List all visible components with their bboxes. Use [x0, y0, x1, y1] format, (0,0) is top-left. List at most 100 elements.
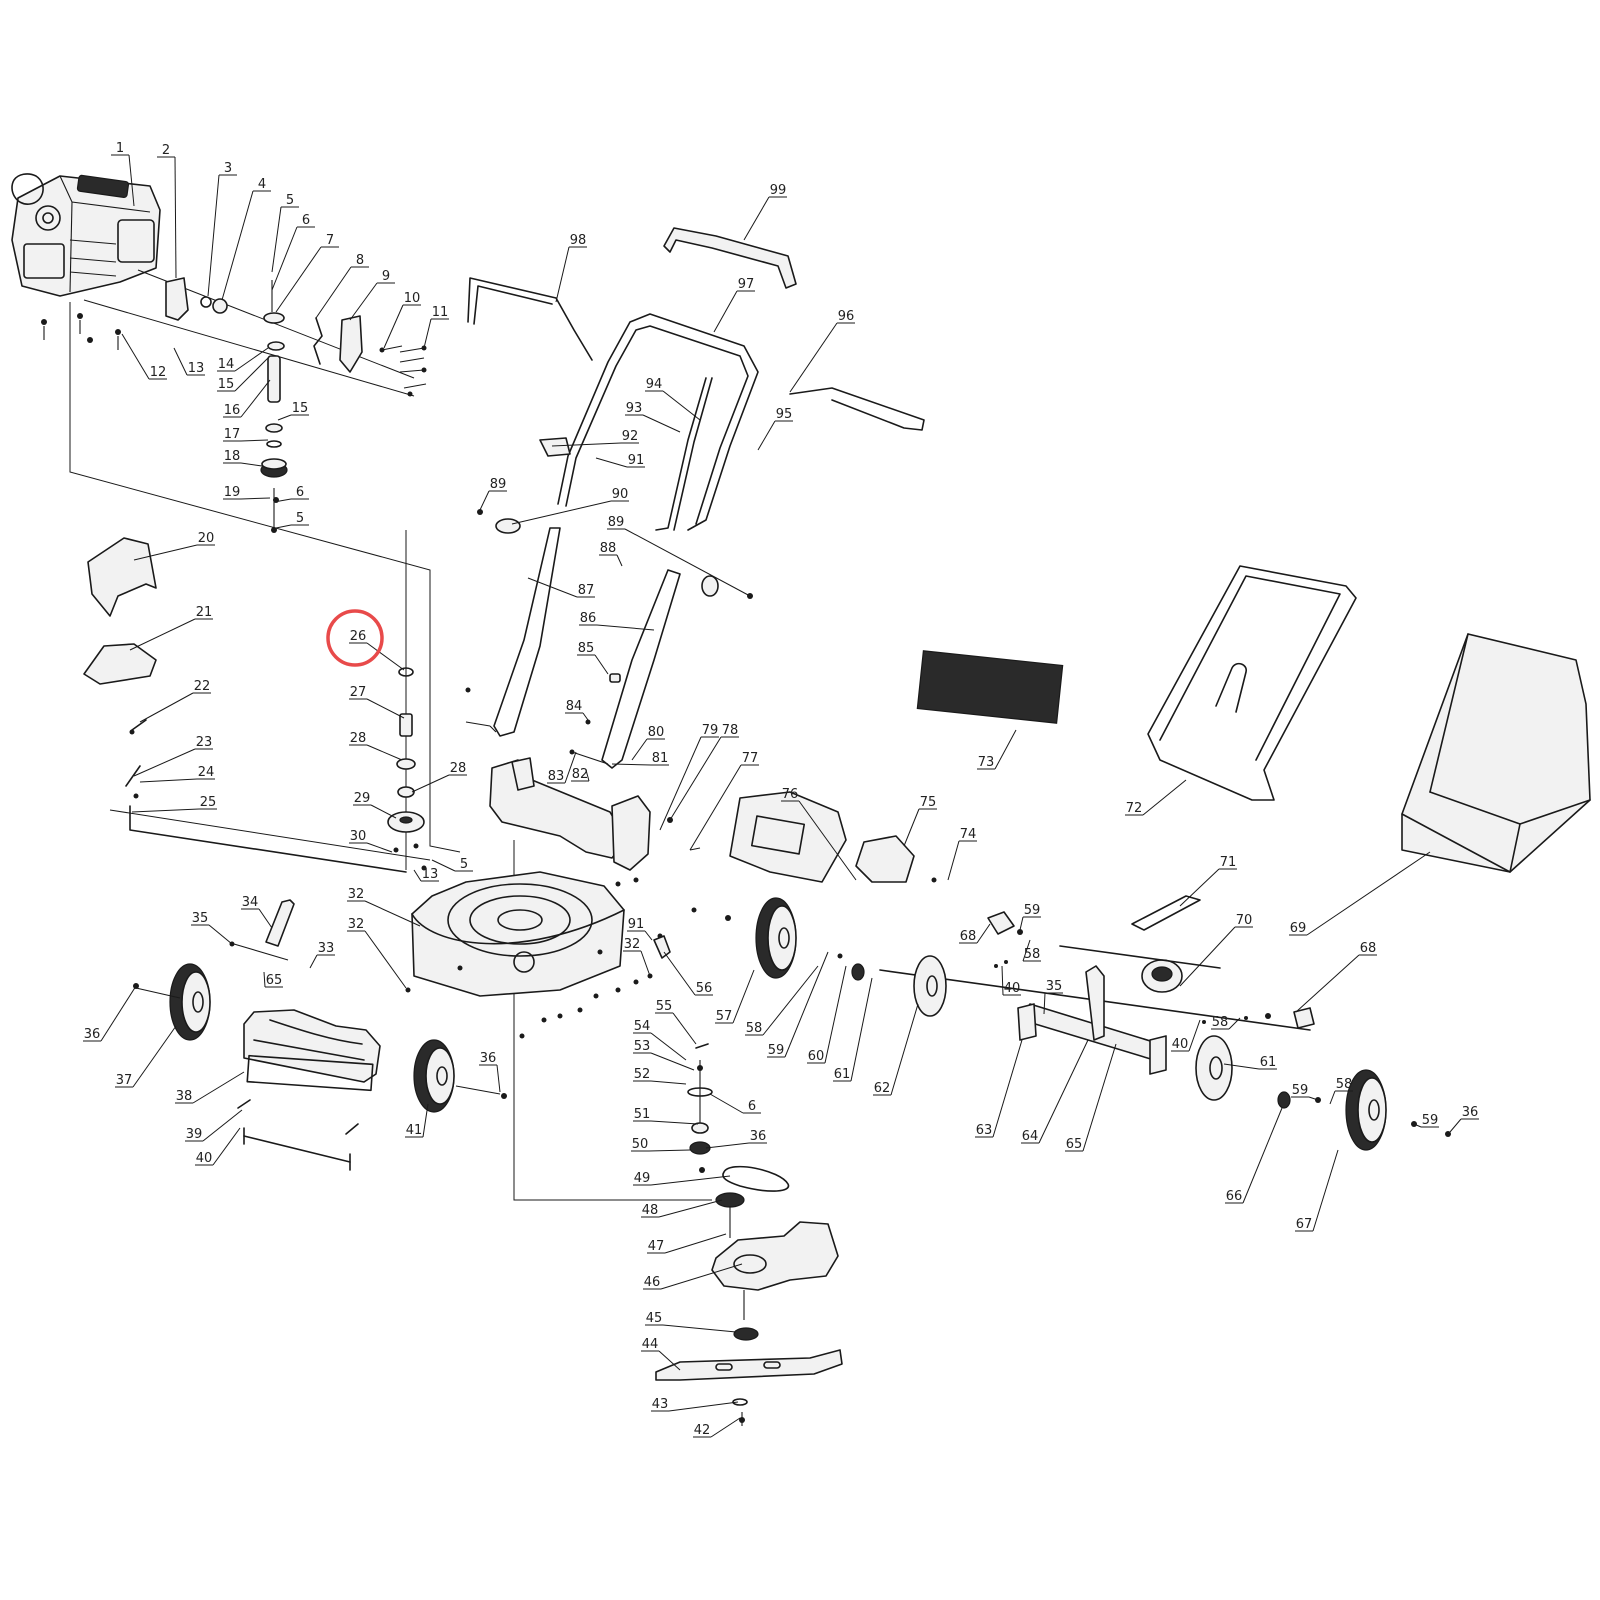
- leader-line: [976, 923, 991, 944]
- part-label-36: 36: [480, 1051, 497, 1066]
- part-label-88: 88: [600, 541, 617, 556]
- part-label-45: 45: [646, 1311, 663, 1326]
- part-label-70: 70: [1236, 913, 1253, 928]
- leader-line: [650, 1120, 699, 1125]
- leader-line: [994, 729, 1017, 770]
- leader-line: [689, 764, 742, 851]
- part-label-32: 32: [348, 887, 365, 902]
- part-label-81: 81: [652, 751, 669, 766]
- leader-line: [1228, 1017, 1241, 1030]
- leader-line: [1142, 779, 1187, 816]
- part-label-41: 41: [406, 1123, 423, 1138]
- leader-line: [258, 908, 273, 929]
- part-label-99: 99: [770, 183, 787, 198]
- leader-line: [263, 971, 266, 988]
- part-label-38: 38: [176, 1089, 193, 1104]
- part-label-12: 12: [150, 365, 167, 380]
- part-9-lever: [339, 315, 363, 373]
- part-44-blade: [655, 1349, 843, 1381]
- part-label-40: 40: [1004, 981, 1021, 996]
- part-3-washer: [200, 296, 212, 308]
- part-label-58: 58: [1024, 947, 1041, 962]
- leader-line: [582, 712, 589, 721]
- leader-line: [757, 420, 776, 451]
- leader-line: [1179, 926, 1236, 987]
- leader-line: [202, 1109, 243, 1142]
- part-label-10: 10: [404, 291, 421, 306]
- leader-line: [1413, 1123, 1422, 1128]
- part-label-14: 14: [218, 357, 235, 372]
- leader-line: [555, 246, 570, 303]
- leader-line: [669, 736, 722, 821]
- part-label-77: 77: [742, 751, 759, 766]
- leader-line: [366, 744, 403, 761]
- leader-line: [1449, 1118, 1462, 1133]
- part-69-catcher-bag: [1401, 633, 1591, 873]
- leader-line: [423, 318, 432, 349]
- leader-line: [713, 290, 738, 333]
- leader-line: [595, 457, 628, 468]
- leader-line: [624, 528, 751, 597]
- part-label-15: 15: [218, 377, 235, 392]
- leader-line: [644, 930, 653, 941]
- part-72-catcher-frame: [1147, 565, 1357, 801]
- part-4-nut: [212, 298, 228, 314]
- leader-line: [594, 654, 609, 675]
- leader-line: [131, 808, 200, 813]
- part-label-78: 78: [722, 723, 739, 738]
- leader-line: [890, 1003, 919, 1096]
- part-75-small-housing: [855, 835, 915, 883]
- part-21-front-cover: [83, 643, 157, 685]
- leader-line: [903, 808, 920, 847]
- part-25-rod: [129, 805, 407, 873]
- leader-line: [732, 969, 755, 1024]
- part-38-front-housing: [243, 1009, 381, 1083]
- part-label-46: 46: [644, 1275, 661, 1290]
- part-label-30: 30: [350, 829, 367, 844]
- part-label-42: 42: [694, 1423, 711, 1438]
- part-label-84: 84: [566, 699, 583, 714]
- part-label-96: 96: [838, 309, 855, 324]
- part-label-32: 32: [348, 917, 365, 932]
- part-22-rod: [131, 719, 147, 731]
- part-57-rear-left-wheel: [755, 897, 797, 979]
- leader-line: [496, 1064, 501, 1093]
- part-label-49: 49: [634, 1171, 651, 1186]
- part-label-74: 74: [960, 827, 977, 842]
- leader-line: [366, 842, 393, 853]
- leader-line: [240, 462, 263, 467]
- leader-line: [511, 500, 612, 525]
- part-98-catcher-frame: [467, 277, 593, 361]
- part-label-80: 80: [648, 725, 665, 740]
- part-label-61: 61: [1260, 1055, 1277, 1070]
- leader-line: [640, 950, 651, 977]
- leader-line: [1043, 992, 1046, 1015]
- part-label-62: 62: [874, 1081, 891, 1096]
- part-label-21: 21: [196, 605, 213, 620]
- part-label-91: 91: [628, 917, 645, 932]
- leader-line: [650, 1052, 695, 1071]
- part-86-lower-handle: [601, 569, 681, 769]
- part-label-73: 73: [978, 755, 995, 770]
- leader-line: [1308, 1096, 1319, 1101]
- part-label-72: 72: [1126, 801, 1143, 816]
- part-label-66: 66: [1226, 1189, 1243, 1204]
- part-label-3: 3: [224, 161, 232, 176]
- part-label-59: 59: [1292, 1083, 1309, 1098]
- part-92-knob: [539, 437, 571, 457]
- part-label-4: 4: [258, 177, 266, 192]
- part-label-68: 68: [1360, 941, 1377, 956]
- leader-line: [672, 1012, 697, 1045]
- part-23-pin: [125, 765, 141, 787]
- part-label-44: 44: [642, 1337, 659, 1352]
- part-label-13: 13: [422, 867, 439, 882]
- leader-line: [992, 1039, 1023, 1138]
- part-label-59: 59: [1422, 1113, 1439, 1128]
- leader-line: [659, 736, 702, 831]
- part-label-39: 39: [186, 1127, 203, 1142]
- leader-line: [662, 390, 701, 421]
- part-label-51: 51: [634, 1107, 651, 1122]
- part-label-69: 69: [1290, 921, 1307, 936]
- leader-line: [173, 347, 188, 376]
